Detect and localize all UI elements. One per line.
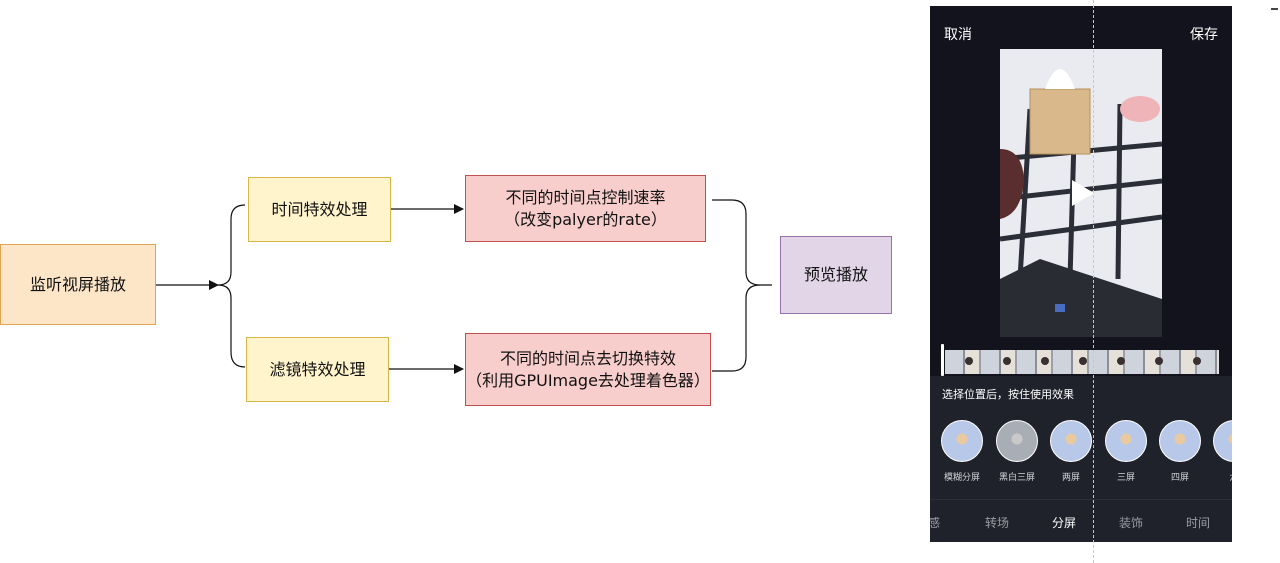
effect-thumbnail	[1159, 420, 1201, 462]
play-icon[interactable]	[1072, 180, 1094, 206]
canvas-guide-line	[1093, 0, 1094, 563]
effect-hint-text: 选择位置后，按住使用效果	[942, 388, 1074, 401]
tab-split-screen[interactable]: 分屏	[1052, 516, 1077, 530]
video-frame-image	[1000, 49, 1162, 337]
tabs-divider	[930, 499, 1232, 500]
effect-thumbnail	[1050, 420, 1092, 462]
time-effect-step: 时间特效处理	[248, 177, 391, 242]
time-effect-step-label: 时间特效处理	[271, 199, 368, 219]
filter-effect-detail-line1: 不同的时间点去切换特效	[499, 348, 676, 368]
time-effect-detail: 不同的时间点控制速率 （改变palyer的rate）	[465, 175, 706, 242]
split-brace	[217, 204, 246, 368]
effect-four-screens[interactable]: 四屏	[1158, 420, 1202, 483]
effect-thumbnail	[1213, 420, 1232, 462]
corner-mark	[1271, 8, 1278, 10]
effect-label: 三屏	[1116, 473, 1135, 483]
effect-label: 黑白三屏	[998, 473, 1035, 483]
timeline-strip[interactable]	[945, 350, 1219, 374]
end-node-label: 预览播放	[803, 265, 868, 285]
start-node: 监听视屏播放	[0, 244, 156, 325]
effect-thumbnail	[941, 420, 983, 462]
effect-thumbnail	[996, 420, 1038, 462]
tab-time[interactable]: 时间	[1186, 516, 1211, 530]
video-preview[interactable]	[1000, 49, 1162, 337]
effect-blur-split[interactable]: 模糊分屏	[940, 420, 984, 483]
effect-six-screens[interactable]: 六	[1212, 420, 1232, 483]
start-node-label: 监听视屏播放	[29, 274, 126, 294]
effect-label: 两屏	[1061, 473, 1080, 483]
filter-effect-detail: 不同的时间点去切换特效 （利用GPUImage去处理着色器）	[465, 333, 711, 406]
effect-two-screens[interactable]: 两屏	[1049, 420, 1093, 483]
end-node: 预览播放	[780, 236, 892, 314]
timeline-cursor-handle[interactable]	[941, 344, 944, 376]
effect-thumbnail	[1105, 420, 1147, 462]
effect-label: 模糊分屏	[943, 473, 980, 483]
save-button[interactable]: 保存	[1190, 27, 1218, 43]
filter-effect-detail-line2: （利用GPUImage去处理着色器）	[466, 370, 710, 390]
effect-label: 六	[1212, 470, 1232, 483]
merge-brace	[712, 199, 772, 372]
phone-preview: 取消 保存 选择	[930, 6, 1232, 542]
effect-label: 四屏	[1170, 473, 1189, 483]
effect-three-screens[interactable]: 三屏	[1104, 420, 1148, 483]
tab-sense[interactable]: 感	[930, 516, 941, 530]
tab-decoration[interactable]: 装饰	[1119, 516, 1144, 530]
filter-effect-step: 滤镜特效处理	[246, 337, 389, 402]
filter-effect-step-label: 滤镜特效处理	[269, 359, 366, 379]
time-effect-detail-line1: 不同的时间点控制速率	[505, 187, 666, 207]
time-effect-detail-line2: （改变palyer的rate）	[504, 209, 667, 229]
cancel-button[interactable]: 取消	[944, 27, 972, 43]
tab-transition[interactable]: 转场	[985, 516, 1010, 530]
effect-bw-three[interactable]: 黑白三屏	[995, 420, 1039, 483]
